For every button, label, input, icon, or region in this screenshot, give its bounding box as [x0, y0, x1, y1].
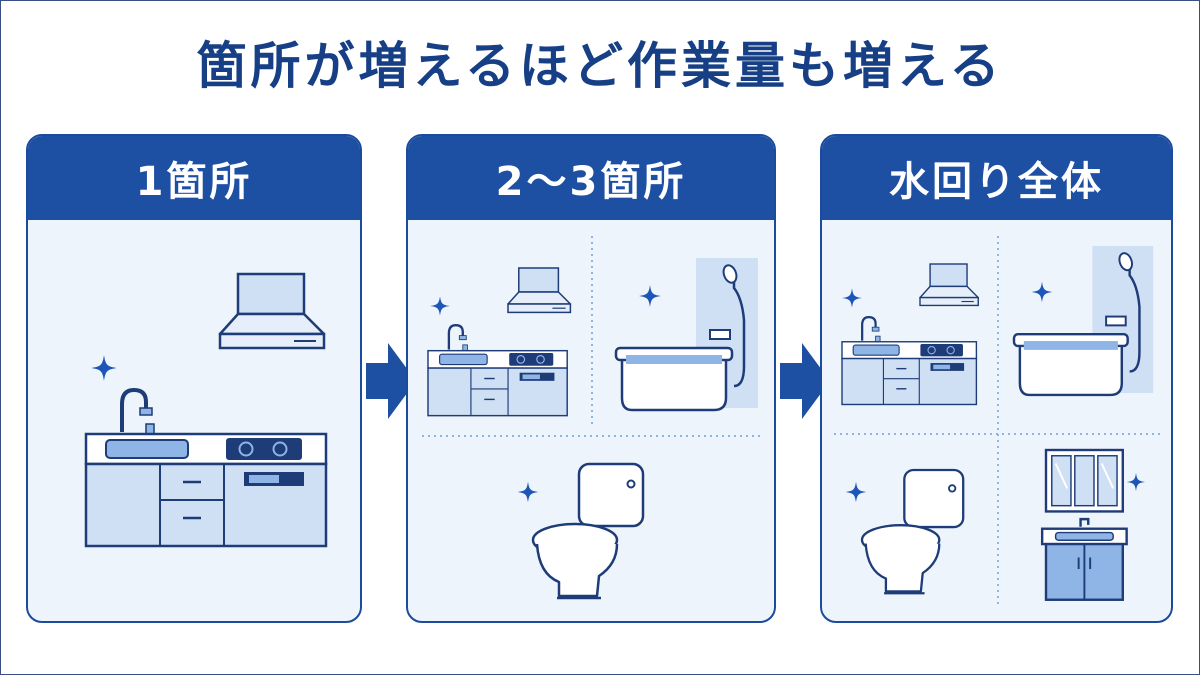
right-arrow-icon — [780, 343, 830, 419]
panel-one-illustration — [84, 272, 328, 548]
panel-body — [822, 220, 1171, 621]
panel-two-three-locations: 2〜3箇所 — [406, 134, 776, 623]
kitchen-counter-icon — [84, 388, 328, 548]
range-hood-icon — [919, 263, 979, 307]
range-hood-icon — [218, 272, 326, 350]
panel-body — [408, 220, 774, 621]
sparkle-icon — [517, 481, 539, 503]
panel-header: 1箇所 — [28, 136, 360, 220]
right-arrow-icon — [366, 343, 416, 419]
panel-header: 2〜3箇所 — [408, 136, 774, 220]
kitchen-counter-icon — [426, 324, 569, 417]
range-hood-icon — [507, 267, 572, 314]
panel-one-location: 1箇所 — [26, 134, 362, 623]
sparkle-icon — [91, 355, 117, 381]
panel-whole-water-area: 水回り全体 — [820, 134, 1173, 623]
toilet-icon — [531, 462, 645, 600]
sparkle-icon — [1031, 281, 1053, 303]
page-title: 箇所が増えるほど作業量も増える — [196, 37, 1004, 95]
panel-three-illustration — [834, 236, 1160, 608]
washbasin-vanity-icon — [1040, 448, 1128, 601]
sparkle-icon — [842, 288, 862, 308]
panel-header: 水回り全体 — [822, 136, 1171, 220]
bathtub-icon — [614, 256, 760, 412]
panel-body — [28, 220, 360, 621]
toilet-icon — [860, 468, 965, 595]
sparkle-icon — [845, 481, 867, 503]
bathtub-icon — [1012, 244, 1155, 397]
kitchen-counter-icon — [840, 315, 978, 406]
panel-two-illustration — [422, 236, 762, 600]
sparkle-icon — [638, 284, 662, 308]
sparkle-icon — [1126, 472, 1146, 492]
sparkle-icon — [430, 296, 450, 316]
